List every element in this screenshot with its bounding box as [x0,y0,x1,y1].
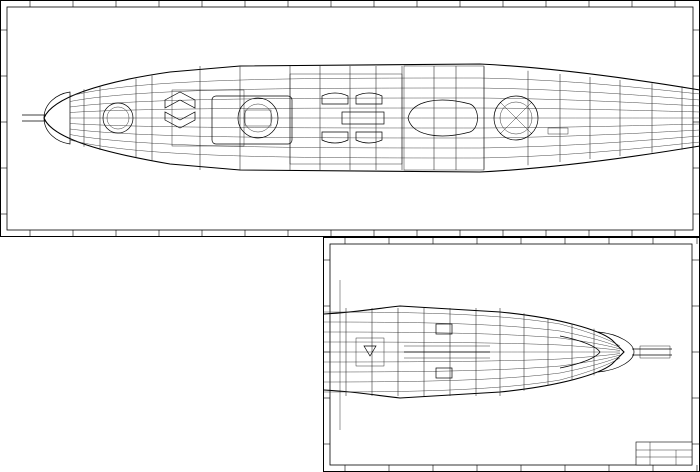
hull-strake [69,128,700,139]
tail-gun-icon [639,345,671,359]
turret-icon [237,97,279,139]
lower-mount-upper [435,323,453,335]
rear-panel [547,127,569,135]
upper-fuselage [22,63,700,173]
seat-lower-left [321,131,349,144]
hull-strake [69,123,700,129]
hull-strake [69,107,700,113]
chevron-hatch-icon [164,91,196,129]
rear-turret-ring [499,101,533,135]
cockpit-bay [403,65,485,171]
tail-gun-housing [639,345,671,359]
lower-sheet [323,237,700,472]
upper-hull-outline [43,63,700,173]
hull-strake [323,311,621,347]
upper-sheet [0,0,700,237]
hull-strake [69,139,700,159]
center-console [341,111,385,125]
lower-sheet-border [323,237,700,472]
lower-sheet-inner-frame [329,243,693,466]
upper-strakes [69,77,700,159]
seat-lower-right [355,131,383,144]
turret-gun-mount [244,109,272,127]
lower-fuselage [323,280,672,430]
hull-strake [69,134,700,149]
hull-strake [69,97,700,108]
lower-hull-outline [323,305,625,399]
hull-strake [323,357,621,393]
lower-mount-lower [435,367,453,379]
title-block-frame [635,441,693,466]
round-hatch-icon [102,102,134,134]
seat-upper-left [321,92,349,105]
cockpit-icon [407,99,478,137]
round-hatch-inner [106,106,130,130]
hull-strake [69,87,700,102]
lower-chevron-detail [363,345,377,357]
lower-hatch-frame [355,337,385,367]
turret-base [211,95,293,145]
seat-upper-right [355,92,383,105]
upper-sheet-inner-frame [6,6,694,231]
rear-turret-cross-b [499,101,533,135]
center-bay-frame [289,73,403,165]
turret-ring [243,103,273,133]
tail-cone [597,331,635,373]
upper-sheet-ticks [1,1,699,236]
rear-turret-icon [493,95,539,141]
title-block [635,441,693,466]
lower-tail-compartment [559,335,601,369]
hull-strake [69,77,700,97]
